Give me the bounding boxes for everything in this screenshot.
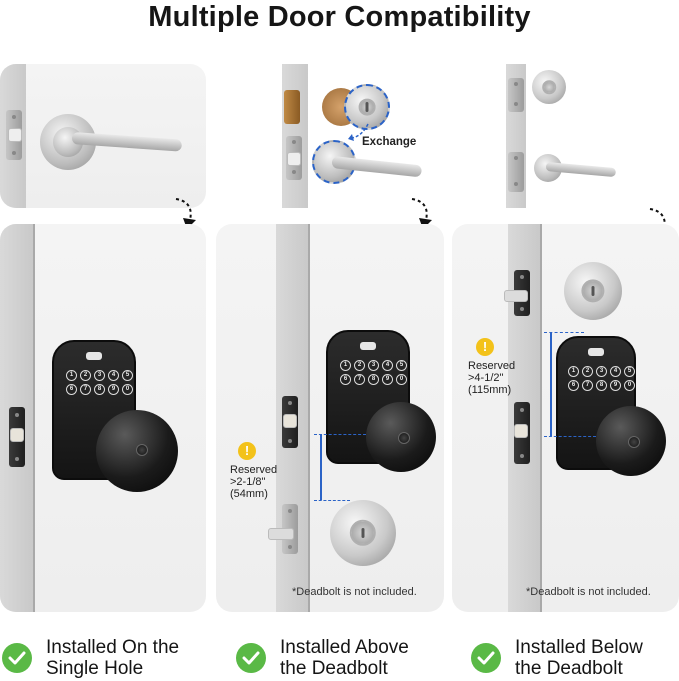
feature-label-line2: the Deadbolt xyxy=(280,658,388,679)
keypad-key: 6 xyxy=(568,380,579,391)
keypad-key: 9 xyxy=(382,374,393,385)
deadbolt xyxy=(330,500,396,566)
check-icon xyxy=(2,643,32,673)
keypad-key: 8 xyxy=(368,374,379,385)
keypad-key: 5 xyxy=(624,366,635,377)
panel-single-hole: 1 2 3 4 5 6 7 8 9 0 xyxy=(0,224,206,612)
door-knob xyxy=(596,406,666,476)
keypad-key: 7 xyxy=(80,384,91,395)
feature-single-hole: Installed On the Single Hole xyxy=(2,637,179,679)
warning-icon: ! xyxy=(476,338,494,356)
keypad-key: 1 xyxy=(66,370,77,381)
keypad-key: 4 xyxy=(610,366,621,377)
panel-below-before xyxy=(452,64,679,208)
keypad-key: 0 xyxy=(396,374,407,385)
feature-below-deadbolt: Installed Below the Deadbolt xyxy=(471,637,643,679)
keypad-key: 4 xyxy=(382,360,393,371)
door-knob xyxy=(366,402,436,472)
keypad-key: 8 xyxy=(94,384,105,395)
keypad-key: 2 xyxy=(80,370,91,381)
keypad-key: 1 xyxy=(340,360,351,371)
exchange-label: Exchange xyxy=(362,136,417,148)
feature-above-deadbolt: Installed Above the Deadbolt xyxy=(236,637,409,679)
deadbolt-cylinder xyxy=(344,84,390,130)
panel-single-hole-before xyxy=(0,64,206,208)
keypad-key: 9 xyxy=(108,384,119,395)
keypad-key: 0 xyxy=(624,380,635,391)
keypad-key: 5 xyxy=(396,360,407,371)
door-knob xyxy=(96,410,178,492)
check-icon xyxy=(471,643,501,673)
deadbolt-note: *Deadbolt is not included. xyxy=(292,586,417,598)
keypad-key: 0 xyxy=(122,384,133,395)
deadbolt xyxy=(564,262,622,320)
keypad-key: 6 xyxy=(66,384,77,395)
keypad: 1 2 3 4 5 6 7 8 9 0 xyxy=(66,370,133,395)
keypad-key: 7 xyxy=(354,374,365,385)
feature-label-line1: Installed On the xyxy=(46,637,180,658)
keypad-key: 4 xyxy=(108,370,119,381)
page-title: Multiple Door Compatibility xyxy=(148,1,531,33)
keypad-key: 6 xyxy=(340,374,351,385)
panel-above-deadbolt: 1 2 3 4 5 6 7 8 9 0 ! Reserved >2-1/8" (… xyxy=(216,224,444,612)
keypad-key: 2 xyxy=(354,360,365,371)
panel-below-deadbolt: 1 2 3 4 5 6 7 8 9 0 ! Reserved >4-1/2" (… xyxy=(452,224,679,612)
reserved-label: Reserved >2-1/8" (54mm) xyxy=(230,464,278,500)
keypad-key: 3 xyxy=(368,360,379,371)
keypad-key: 3 xyxy=(596,366,607,377)
feature-label-line1: Installed Above xyxy=(280,637,409,658)
keypad-key: 3 xyxy=(94,370,105,381)
keypad-key: 7 xyxy=(582,380,593,391)
feature-label-line2: the Deadbolt xyxy=(515,658,623,679)
keypad-key: 5 xyxy=(122,370,133,381)
reserved-label: Reserved >4-1/2" (115mm) xyxy=(468,360,516,396)
keypad-key: 9 xyxy=(610,380,621,391)
panel-above-before: Exchange xyxy=(234,64,440,208)
warning-icon: ! xyxy=(238,442,256,460)
feature-label-line2: Single Hole xyxy=(46,658,144,679)
deadbolt-note: *Deadbolt is not included. xyxy=(526,586,651,598)
keypad-key: 8 xyxy=(596,380,607,391)
feature-label-line1: Installed Below xyxy=(515,637,643,658)
check-icon xyxy=(236,643,266,673)
keypad-key: 1 xyxy=(568,366,579,377)
keypad-key: 2 xyxy=(582,366,593,377)
